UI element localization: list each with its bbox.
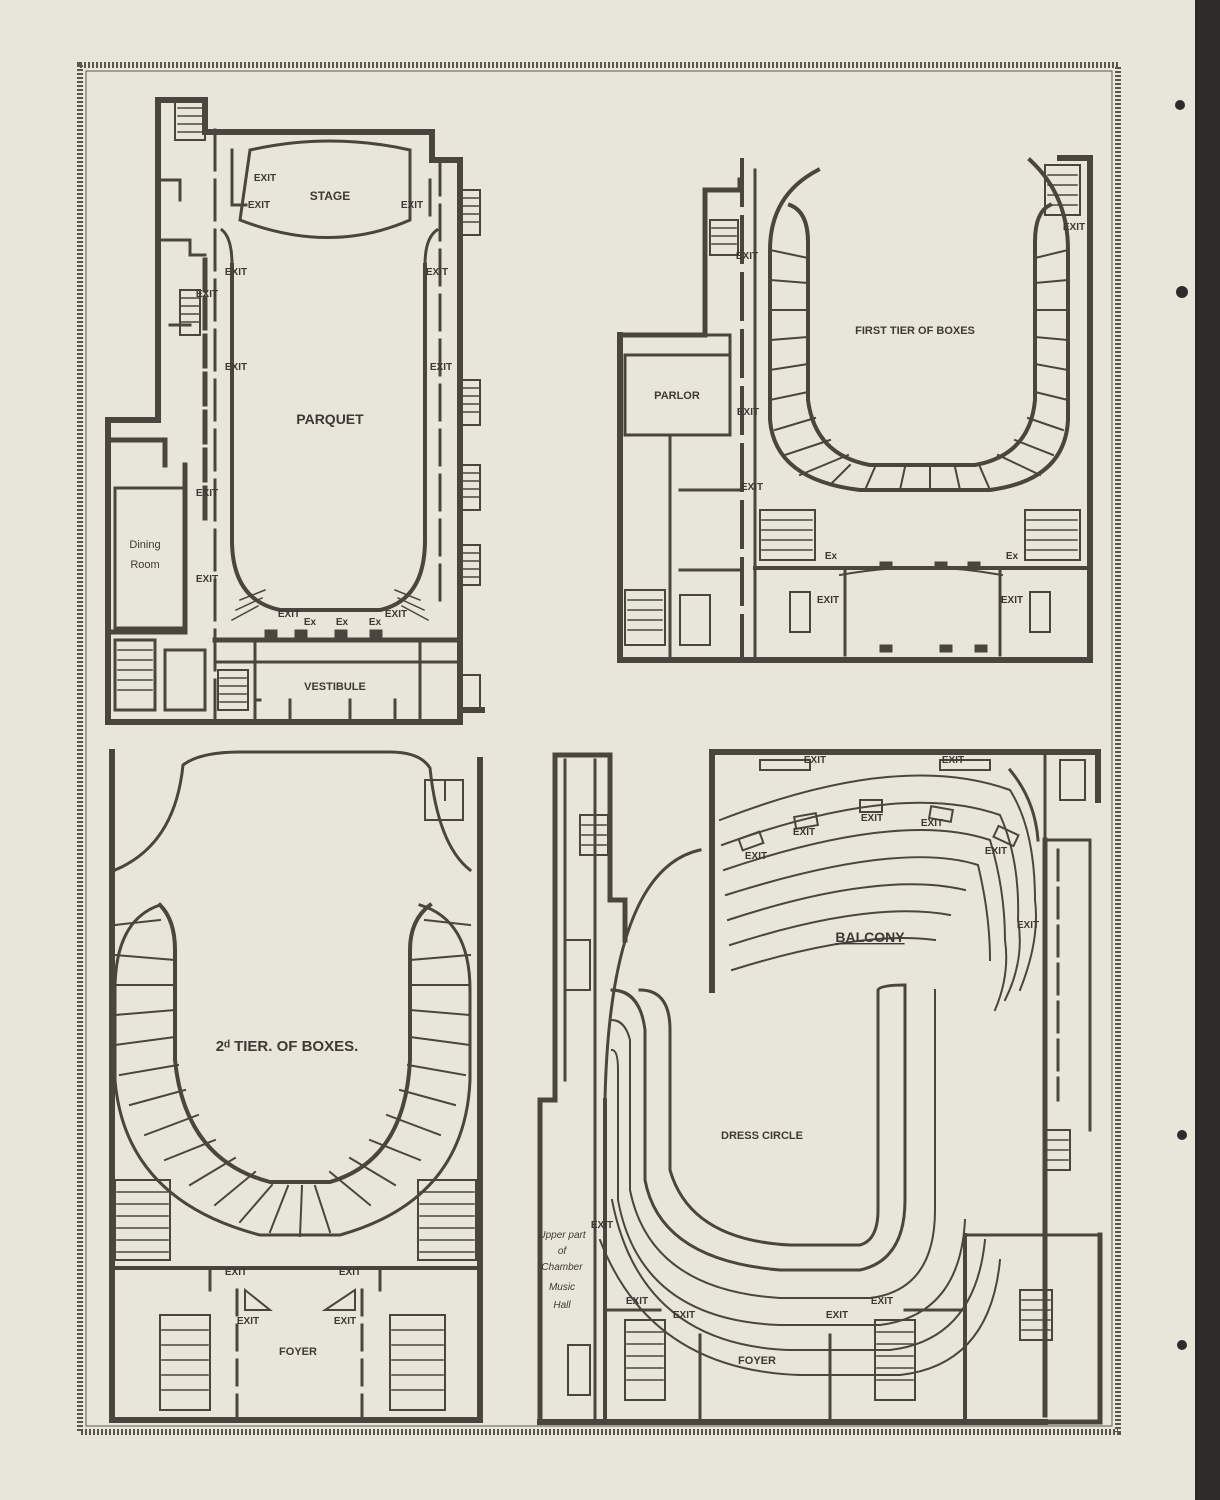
exit-label: EXIT xyxy=(385,609,407,620)
exit-label: EXIT xyxy=(225,1267,247,1278)
exit-label: EXIT xyxy=(737,407,759,418)
label-chamber: Upper part xyxy=(538,1230,586,1241)
exit-label: EXIT xyxy=(339,1267,361,1278)
ex-label: Ex xyxy=(825,551,838,562)
label-chamber: Hall xyxy=(553,1300,571,1311)
plan-second-tier xyxy=(109,749,483,1423)
exit-label: EXIT xyxy=(334,1316,356,1327)
decorative-border-inner xyxy=(85,70,1113,1427)
exit-label: EXIT xyxy=(196,574,218,585)
label-chamber: Music xyxy=(549,1282,575,1293)
exit-label: EXIT xyxy=(817,595,839,606)
label-first-tier: FIRST TIER OF BOXES xyxy=(855,325,975,337)
exit-label: EXIT xyxy=(921,818,943,829)
exit-label: EXIT xyxy=(254,173,276,184)
exit-label: EXIT xyxy=(942,755,964,766)
label-second-tier: 2ᵈ TIER. OF BOXES. xyxy=(216,1038,359,1055)
plan-parquet xyxy=(105,97,485,725)
exit-label: EXIT xyxy=(745,851,767,862)
exit-label: EXIT xyxy=(248,200,270,211)
plan-first-tier xyxy=(617,155,1093,663)
ex-label: Ex xyxy=(336,617,349,628)
exit-label: EXIT xyxy=(237,1316,259,1327)
exit-label: EXIT xyxy=(861,813,883,824)
binding-holes xyxy=(1175,100,1188,1350)
exit-label: EXIT xyxy=(871,1296,893,1307)
exit-label: EXIT xyxy=(626,1296,648,1307)
exit-label: EXIT xyxy=(196,488,218,499)
exit-label: EXIT xyxy=(225,362,247,373)
exit-label: EXIT xyxy=(804,755,826,766)
label-room: Room xyxy=(130,559,159,571)
exit-label: EXIT xyxy=(1017,920,1039,931)
label-foyer-left: FOYER xyxy=(279,1346,317,1358)
ex-label: Ex xyxy=(369,617,382,628)
exit-label: EXIT xyxy=(1063,222,1085,233)
label-chamber: of xyxy=(558,1246,568,1257)
exit-label: EXIT xyxy=(591,1220,613,1231)
exit-label: EXIT xyxy=(1001,595,1023,606)
exit-label: EXIT xyxy=(793,827,815,838)
exit-label: EXIT xyxy=(401,200,423,211)
label-parlor: PARLOR xyxy=(654,390,700,402)
ex-label: Ex xyxy=(304,617,317,628)
exit-label: EXIT xyxy=(225,267,247,278)
label-foyer-right: FOYER xyxy=(738,1355,776,1367)
binding-spine xyxy=(1195,0,1220,1500)
decorative-border xyxy=(77,62,1121,1435)
exit-label: EXIT xyxy=(826,1310,848,1321)
label-parquet: PARQUET xyxy=(296,411,364,427)
exit-label: EXIT xyxy=(426,267,448,278)
exit-label: EXIT xyxy=(673,1310,695,1321)
label-stage: STAGE xyxy=(310,189,350,203)
label-dress-circle: DRESS CIRCLE xyxy=(721,1130,803,1142)
plan-dress-balcony xyxy=(537,749,1103,1425)
label-chamber: Chamber xyxy=(541,1262,583,1273)
exit-label: EXIT xyxy=(736,251,758,262)
label-vestibule: VESTIBULE xyxy=(304,681,366,693)
exit-label: EXIT xyxy=(278,609,300,620)
exit-label: EXIT xyxy=(430,362,452,373)
label-dining: Dining xyxy=(129,539,160,551)
exit-label: EXIT xyxy=(985,846,1007,857)
label-balcony: BALCONY xyxy=(835,929,905,945)
ex-label: Ex xyxy=(1006,551,1019,562)
exit-label: EXIT xyxy=(196,289,218,300)
exit-label: EXIT xyxy=(741,482,763,493)
